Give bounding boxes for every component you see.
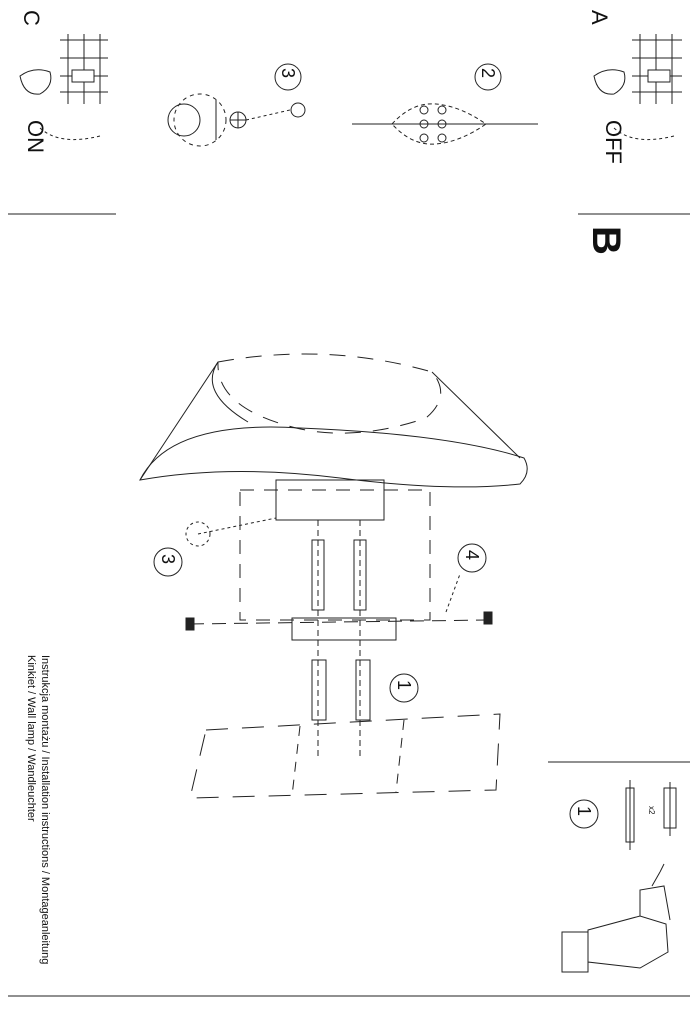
panel-label-b: B [584, 226, 628, 255]
wall-illustration [189, 713, 501, 799]
step-number-3: 3 [158, 554, 178, 565]
drill-illustration [561, 863, 671, 973]
switch-on-illustration [19, 34, 108, 141]
step-number-1-bottom: 1 [574, 806, 594, 817]
step-number-3-top: 3 [278, 68, 298, 79]
mounting-bracket-illustration [185, 479, 493, 760]
panel-label-c: C [19, 10, 44, 26]
connector-illustration [167, 63, 306, 147]
step-3-circle [153, 547, 183, 577]
panel-label-a: A [587, 10, 612, 25]
title-line-2: Kinkiet / Wall lamp / Wandleuchter [25, 655, 37, 822]
switch-state-off: OFF [601, 120, 626, 164]
step-number-4: 4 [462, 550, 482, 561]
wire-junction-illustration [352, 63, 538, 145]
lamp-shade-illustration [139, 353, 528, 488]
quantity-label: x2 [647, 806, 656, 815]
step-1-circle-bottom [569, 799, 599, 829]
switch-state-on: ON [23, 120, 48, 153]
title-line-1: Instrukcja montażu / Installation instru… [39, 655, 51, 965]
step-number-1: 1 [394, 680, 414, 691]
document-title: Instrukcja montażu / Installation instru… [24, 655, 52, 964]
switch-off-illustration [593, 34, 682, 141]
screws-plugs-illustration [625, 780, 677, 850]
step-1-circle [389, 673, 419, 703]
step-4-circle [457, 543, 487, 573]
step-number-2: 2 [478, 68, 498, 79]
